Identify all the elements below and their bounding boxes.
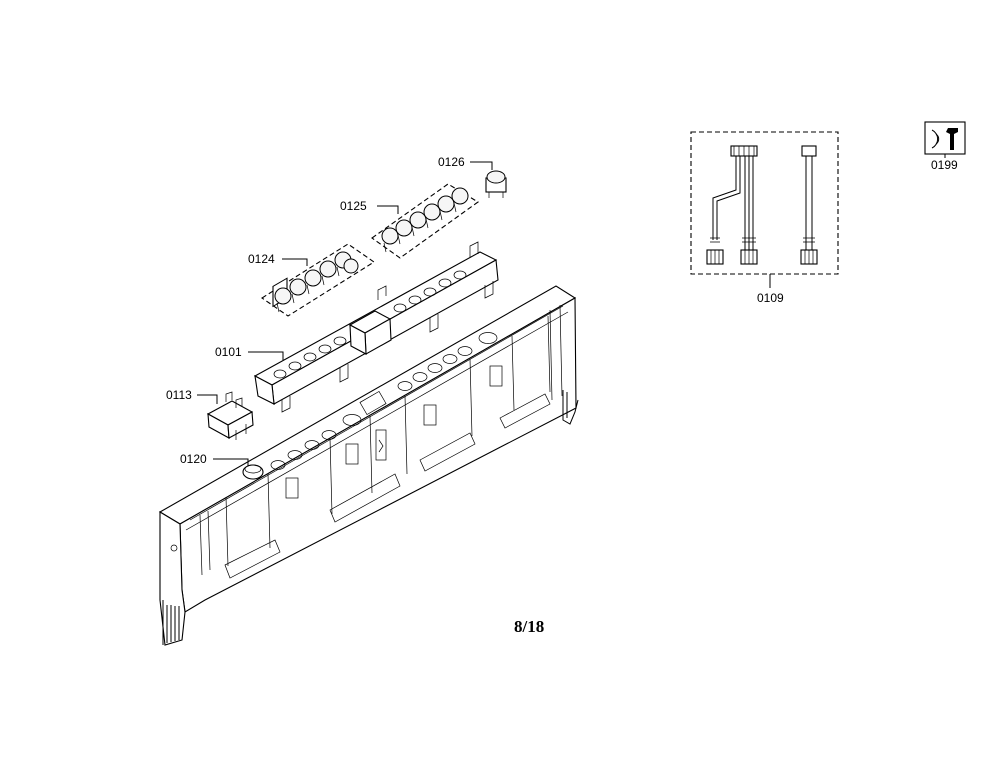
label-0101: 0101 <box>215 345 242 359</box>
label-0109: 0109 <box>757 291 784 305</box>
label-0199: 0199 <box>931 158 958 172</box>
control-panel-fascia[interactable] <box>158 285 579 646</box>
label-0124: 0124 <box>248 252 275 266</box>
button-set-0124[interactable] <box>261 243 375 317</box>
button-set-0125[interactable] <box>371 183 480 259</box>
wiring-harness-group[interactable] <box>690 131 839 275</box>
service-manual-icon[interactable] <box>924 121 966 155</box>
label-0125: 0125 <box>340 199 367 213</box>
button-carrier-bar[interactable] <box>253 241 499 413</box>
single-button-0126[interactable] <box>485 170 507 198</box>
connector-block-0113[interactable] <box>206 391 254 440</box>
leader-lines <box>197 154 946 466</box>
label-0126: 0126 <box>438 155 465 169</box>
label-0113: 0113 <box>166 388 192 402</box>
page-number: 8/18 <box>514 617 544 636</box>
label-0120: 0120 <box>180 452 207 466</box>
